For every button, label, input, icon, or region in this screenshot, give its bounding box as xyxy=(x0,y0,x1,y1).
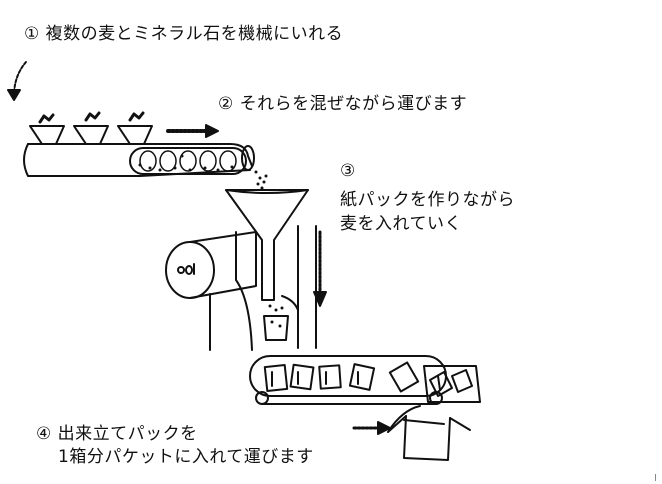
cardboard-box xyxy=(387,405,471,461)
packet-box xyxy=(423,365,481,403)
edge-mark xyxy=(655,474,656,481)
mixer-drum xyxy=(23,143,255,177)
step-1-number: ① xyxy=(24,24,40,44)
step-2-number: ② xyxy=(218,94,234,114)
step-4-text-line-1: 出来立てパックを xyxy=(57,424,198,444)
falling-grains xyxy=(254,170,268,190)
step-2-text: それらを混ぜながら運びます xyxy=(239,94,468,114)
step-1-text: 複数の麦とミネラル石を機械にいれる xyxy=(45,24,344,44)
arrow-down-icon xyxy=(313,230,327,307)
arrow-right-icon xyxy=(352,421,391,435)
bottom-conveyor xyxy=(249,355,447,405)
hopper-group xyxy=(29,111,153,145)
step-3-text-line-1: 紙パックを作りながら xyxy=(340,190,515,210)
paper-roll xyxy=(165,231,257,299)
step-3-number: ③ xyxy=(340,161,356,181)
step-4-text-line-2: 1箱分パケットに入れて運びます xyxy=(58,447,314,467)
curved-arrow-icon xyxy=(7,61,27,101)
step-2-label: ② それらを混ぜながら運びます xyxy=(218,93,467,115)
arrow-right-icon xyxy=(166,124,219,138)
step-3-text-line-2: 麦を入れていく xyxy=(340,214,462,234)
filling-pack xyxy=(263,304,289,341)
step-4-number: ④ xyxy=(36,424,52,444)
funnel xyxy=(225,189,309,301)
machine-frame xyxy=(209,225,317,351)
step-1-label: ① 複数の麦とミネラル石を機械にいれる xyxy=(24,23,343,45)
step-4-label: ④ 出来立てパックを xyxy=(36,423,198,445)
